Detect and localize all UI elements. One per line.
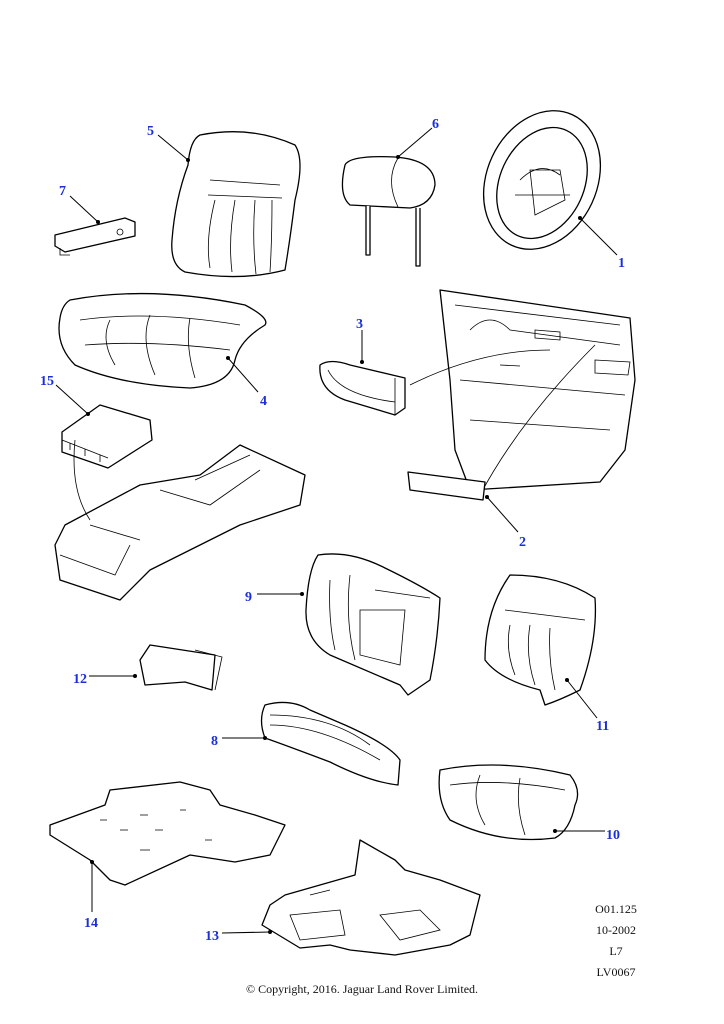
part-floor-carpet[interactable] bbox=[261, 839, 481, 956]
callout-2[interactable]: 2 bbox=[519, 535, 526, 550]
callout-8[interactable]: 8 bbox=[211, 734, 218, 749]
part-front-seat-backrest[interactable] bbox=[171, 131, 301, 278]
leader-lines bbox=[55, 127, 618, 934]
callout-9[interactable]: 9 bbox=[245, 590, 252, 605]
reference-code: O01.125 bbox=[595, 902, 637, 916]
callout-5[interactable]: 5 bbox=[147, 124, 154, 139]
callout-6[interactable]: 6 bbox=[432, 117, 439, 132]
callout-13[interactable]: 13 bbox=[205, 929, 219, 944]
callout-4[interactable]: 4 bbox=[260, 394, 267, 409]
part-rear-floor-panel[interactable] bbox=[49, 781, 286, 886]
part-rear-seat-cushion[interactable] bbox=[260, 701, 401, 786]
part-rear-seat-backrest[interactable] bbox=[305, 553, 441, 696]
part-rear-outer-cushion[interactable] bbox=[438, 764, 579, 841]
part-trim-bracket[interactable] bbox=[54, 217, 136, 256]
callout-3[interactable]: 3 bbox=[356, 317, 363, 332]
callout-15[interactable]: 15 bbox=[40, 374, 54, 389]
reference-model: L7 bbox=[609, 944, 623, 958]
part-rear-outer-backrest[interactable] bbox=[484, 574, 597, 706]
part-seat-bracket[interactable] bbox=[139, 644, 223, 691]
callout-10[interactable]: 10 bbox=[606, 828, 620, 843]
callout-14[interactable]: 14 bbox=[84, 916, 98, 931]
part-cubby-box-lid[interactable] bbox=[61, 404, 153, 469]
part-steering-wheel[interactable] bbox=[462, 92, 623, 269]
part-door-trim-panel[interactable] bbox=[407, 289, 636, 501]
part-door-armrest[interactable] bbox=[319, 360, 406, 416]
reference-drawing-number: LV0067 bbox=[596, 965, 636, 979]
reference-date: 10-2002 bbox=[596, 923, 636, 937]
part-headrest[interactable] bbox=[341, 156, 436, 267]
part-centre-console[interactable] bbox=[54, 439, 306, 601]
callout-12[interactable]: 12 bbox=[73, 672, 87, 687]
part-front-seat-cushion[interactable] bbox=[58, 292, 267, 389]
copyright-notice: © Copyright, 2016. Jaguar Land Rover Lim… bbox=[245, 982, 479, 996]
callout-7[interactable]: 7 bbox=[59, 184, 66, 199]
callout-1[interactable]: 1 bbox=[618, 256, 625, 271]
callout-11[interactable]: 11 bbox=[596, 719, 609, 734]
